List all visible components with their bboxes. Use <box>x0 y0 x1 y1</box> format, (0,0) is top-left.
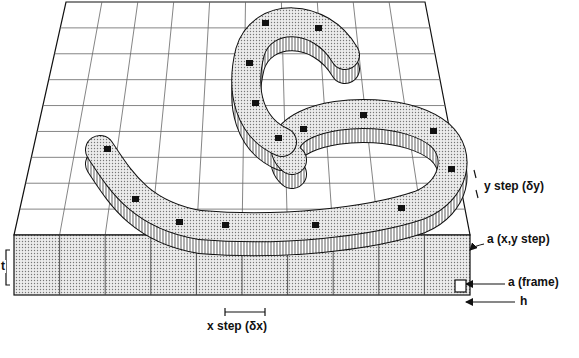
leader-lines <box>6 170 515 316</box>
top-face <box>14 2 470 235</box>
step-label: y step (δy) <box>483 180 545 193</box>
sample-markers <box>104 20 455 228</box>
thickness-label: t <box>0 260 6 273</box>
band-wall <box>100 36 453 241</box>
grid-surface <box>14 2 470 235</box>
grid-line <box>26 183 460 184</box>
band-top <box>100 22 453 227</box>
front-division <box>424 235 425 295</box>
front-division <box>105 235 106 295</box>
step-label: x step (δx) <box>206 320 268 333</box>
height-label: h <box>519 295 528 308</box>
front-division <box>150 235 151 295</box>
area-label: a (x,y step) <box>486 233 551 246</box>
frame-label: a (frame) <box>507 276 560 289</box>
grid-line <box>196 2 209 235</box>
front-division <box>59 235 60 295</box>
grid-line <box>60 2 102 235</box>
grid-line <box>60 27 430 28</box>
